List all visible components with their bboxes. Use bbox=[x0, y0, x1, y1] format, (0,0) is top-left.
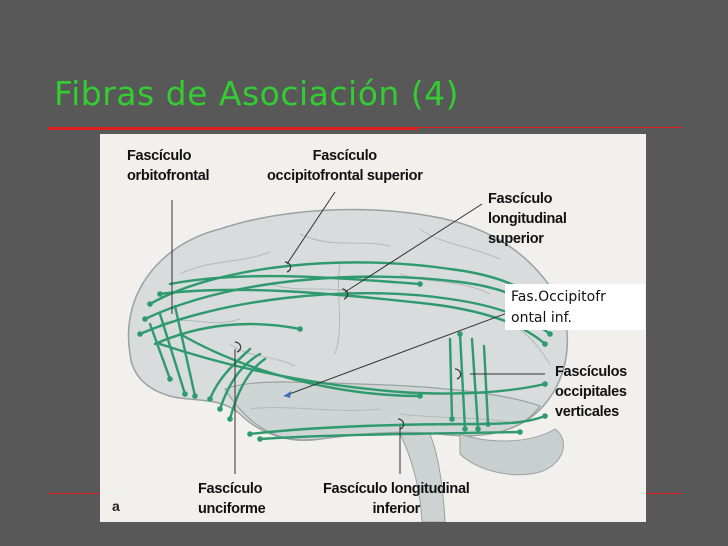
fiber-long-inf-2 bbox=[258, 430, 522, 441]
fiber-unc-3 bbox=[228, 357, 267, 421]
brain-association-fibers-figure: Fascículo orbitofrontal Fascículo occipi… bbox=[100, 134, 646, 522]
label-fasciculo-unciforme: Fascículo unciforme bbox=[198, 481, 266, 517]
fiber-occ-inf-2 bbox=[178, 332, 422, 398]
cerebellum bbox=[459, 428, 564, 476]
fiber-vert-1 bbox=[458, 332, 467, 431]
label-fasciculo-longitudinal-superior: Fascículo longitudinal superior bbox=[488, 191, 567, 247]
fiber-unc-1 bbox=[208, 347, 252, 401]
fiber-vert-4 bbox=[448, 337, 454, 421]
fiber-orbito-2 bbox=[173, 304, 197, 398]
label-fasciculo-longitudinal-inferior: Fascículo longitudinal inferior bbox=[323, 481, 470, 517]
panel-letter: a bbox=[112, 498, 120, 514]
label-fasciculo-orbitofrontal: Fascículo orbitofrontal bbox=[127, 148, 210, 184]
footer-rule-left bbox=[48, 493, 100, 494]
title-underline-thick bbox=[48, 127, 418, 130]
fiber-orbito-1 bbox=[158, 312, 187, 396]
fiber-unc-2 bbox=[218, 352, 262, 411]
fiber-occ-sup-1 bbox=[148, 261, 532, 306]
fiber-occ-inf-1 bbox=[158, 342, 547, 395]
label-fasciculos-occipitales-verticales: Fascículos occipitales verticales bbox=[555, 364, 627, 420]
fiber-orbito-3 bbox=[148, 322, 172, 381]
label-fasciculo-occipitofrontal-superior: Fascículo occipitofrontal superior bbox=[267, 148, 423, 184]
fiber-long-inf-1 bbox=[248, 414, 547, 436]
fiber-vert-2 bbox=[470, 337, 480, 431]
fiber-vert-3 bbox=[482, 344, 490, 426]
callout-occipitofrontal-inferior: Fas.Occipitofr ontal inf. bbox=[505, 284, 645, 330]
brainstem bbox=[399, 433, 446, 522]
fiber-arc bbox=[153, 322, 302, 346]
slide-title: Fibras de Asociación (4) bbox=[54, 74, 460, 113]
footer-rule-right bbox=[646, 493, 682, 494]
temporal-lobe bbox=[224, 381, 541, 441]
title-underline-thin bbox=[418, 127, 682, 128]
fiber-long-sup-3 bbox=[168, 274, 422, 286]
